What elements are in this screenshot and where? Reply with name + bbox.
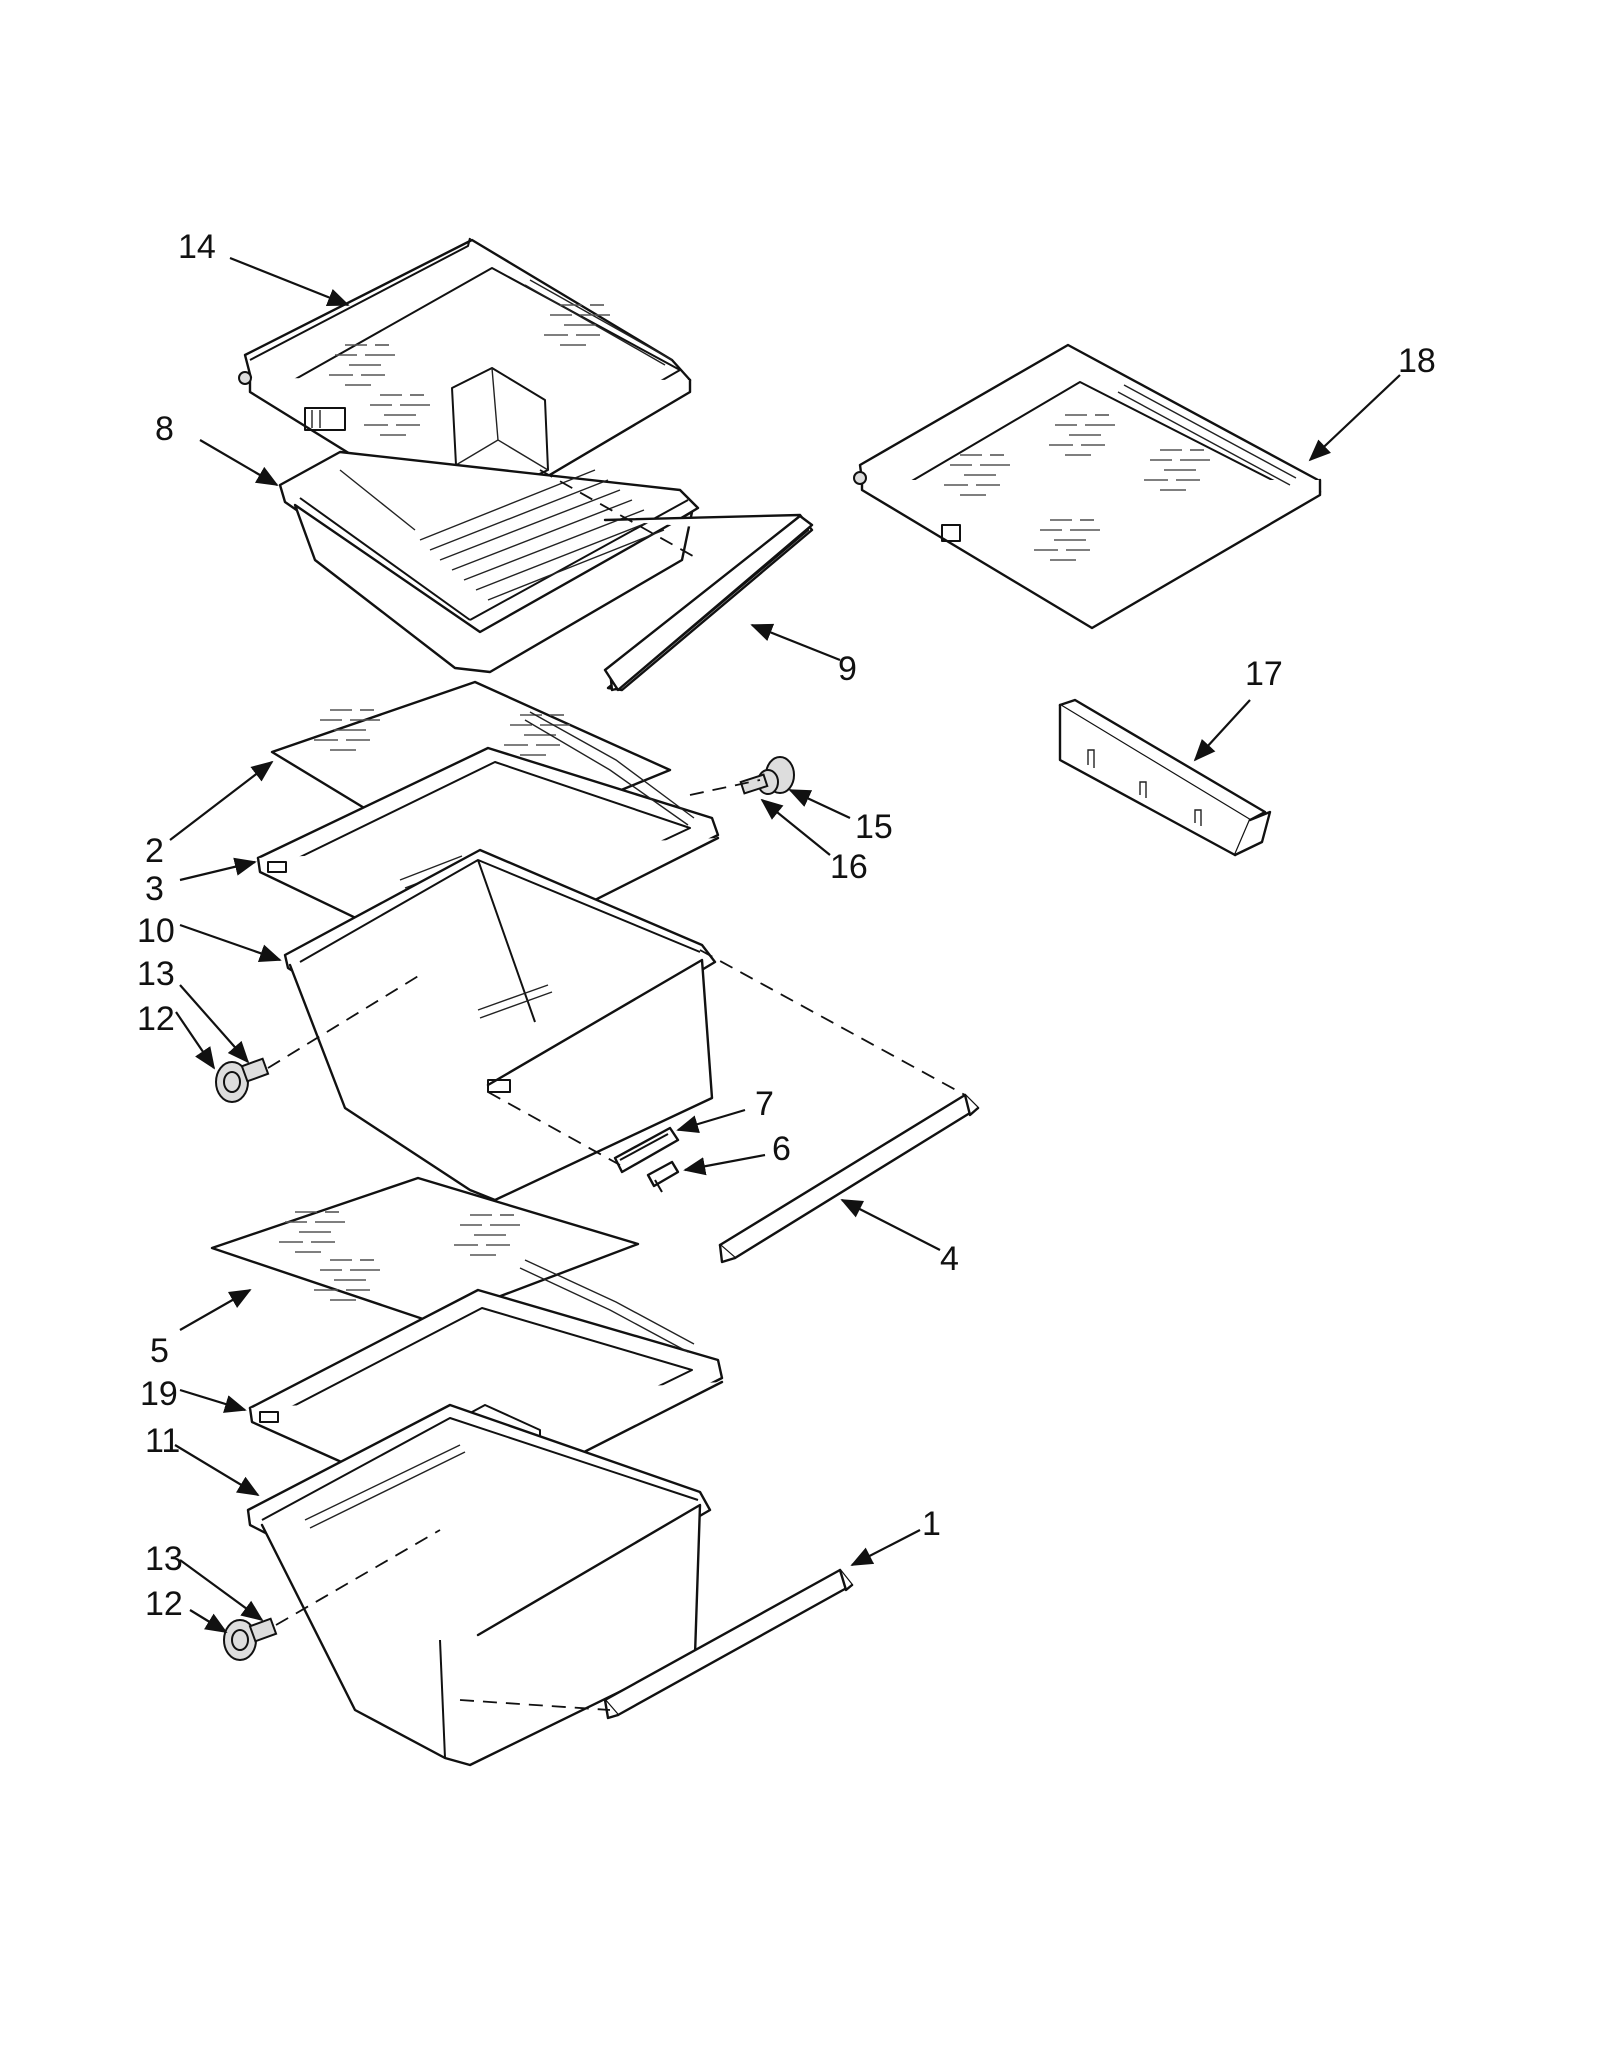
callout-14: 14 [178, 228, 216, 266]
callout-13-middle: 13 [137, 955, 175, 993]
callout-5: 5 [150, 1332, 169, 1370]
slide-clip [613, 1126, 680, 1174]
callout-12-middle: 12 [137, 1000, 175, 1038]
slide-clip-small [646, 1160, 680, 1193]
callout-10: 10 [137, 912, 175, 950]
glass-shelf-lower [210, 1176, 640, 1324]
callout-4: 4 [940, 1240, 959, 1278]
callout-6: 6 [772, 1130, 791, 1168]
knob-screw-upper [739, 756, 795, 795]
callout-19: 19 [140, 1375, 178, 1413]
knob-assembly-middle [215, 1057, 270, 1103]
rail-middle [718, 1093, 980, 1264]
callout-3: 3 [145, 870, 164, 908]
callout-11: 11 [145, 1422, 180, 1460]
callout-12-lower: 12 [145, 1585, 183, 1623]
callout-16: 16 [830, 848, 868, 886]
bracket [1058, 698, 1272, 857]
shelf-frame-top [238, 237, 692, 527]
knob-assembly-lower [223, 1617, 278, 1661]
callout-9: 9 [838, 650, 857, 688]
alignment-lines [267, 469, 966, 1711]
shelf-frame-right [853, 343, 1322, 630]
callout-1: 1 [922, 1505, 941, 1543]
callout-15: 15 [855, 808, 893, 846]
callout-8: 8 [155, 410, 174, 448]
callout-18: 18 [1398, 342, 1436, 380]
callout-labels: 14 8 9 18 17 2 3 15 16 10 13 12 7 6 4 5 … [137, 228, 1436, 1623]
rail-upper [603, 513, 814, 692]
callout-13-lower: 13 [145, 1540, 183, 1578]
lower-pan [246, 1403, 712, 1767]
callout-7: 7 [755, 1085, 774, 1123]
rail-lower [603, 1568, 854, 1720]
upper-pan [278, 450, 700, 674]
callout-2: 2 [145, 832, 164, 870]
callout-17: 17 [1245, 655, 1283, 693]
leader-lines [169, 256, 1401, 1633]
